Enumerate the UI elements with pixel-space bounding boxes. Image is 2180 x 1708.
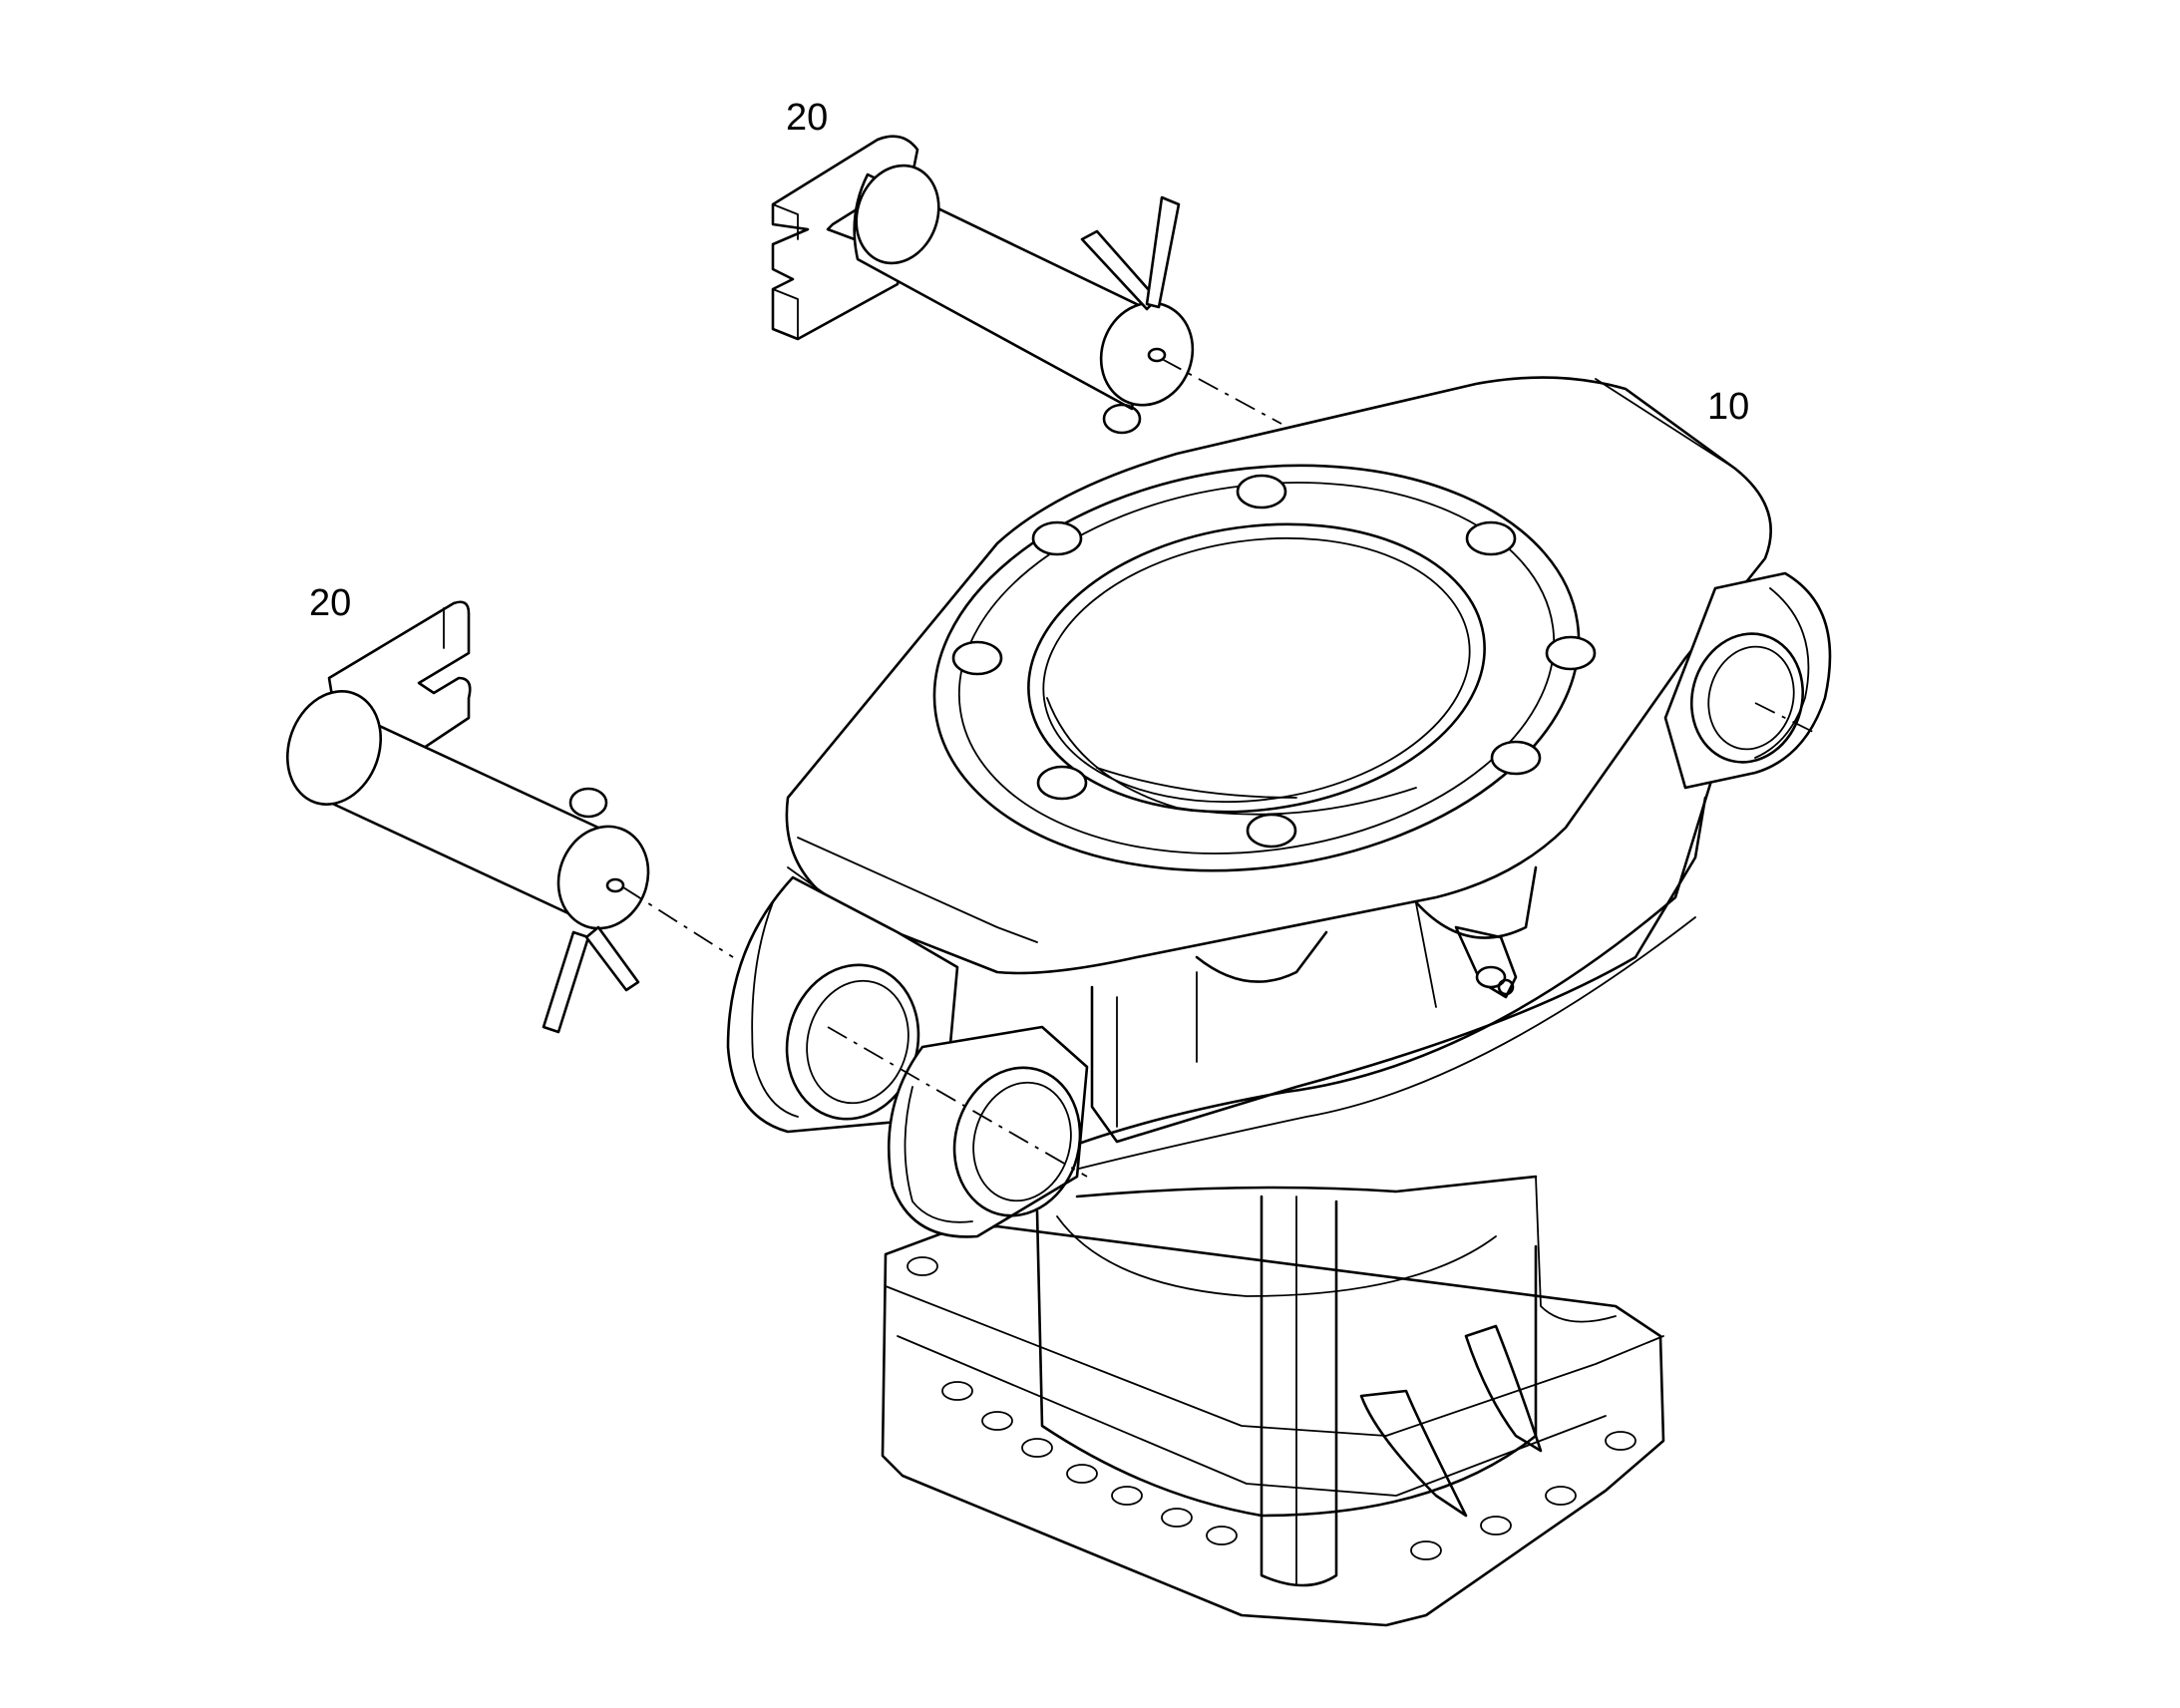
lower-split-pin xyxy=(542,930,590,1034)
bore-outer xyxy=(1027,522,1486,814)
upper-pin-end xyxy=(1099,301,1195,407)
top-bolt-holes xyxy=(951,474,1597,849)
base-flange xyxy=(881,1224,1665,1627)
gusset xyxy=(1055,766,1717,1154)
lower-pin xyxy=(285,600,734,1034)
callout-pin-lower: 20 xyxy=(309,582,351,624)
side-fitting xyxy=(1454,925,1518,999)
callout-housing: 10 xyxy=(1707,386,1749,428)
top-plate xyxy=(785,376,1773,975)
callout-pin-upper: 20 xyxy=(786,97,828,139)
column-ribs xyxy=(1260,1176,1617,1587)
upper-pin xyxy=(771,135,1282,435)
housing-part xyxy=(726,376,1832,1627)
base-bolt-holes xyxy=(907,1256,1636,1560)
lower-pin-end xyxy=(556,825,650,930)
right-lug xyxy=(1663,571,1832,790)
left-lugs xyxy=(726,875,1089,1238)
bolt-ring-outer xyxy=(932,464,1581,872)
